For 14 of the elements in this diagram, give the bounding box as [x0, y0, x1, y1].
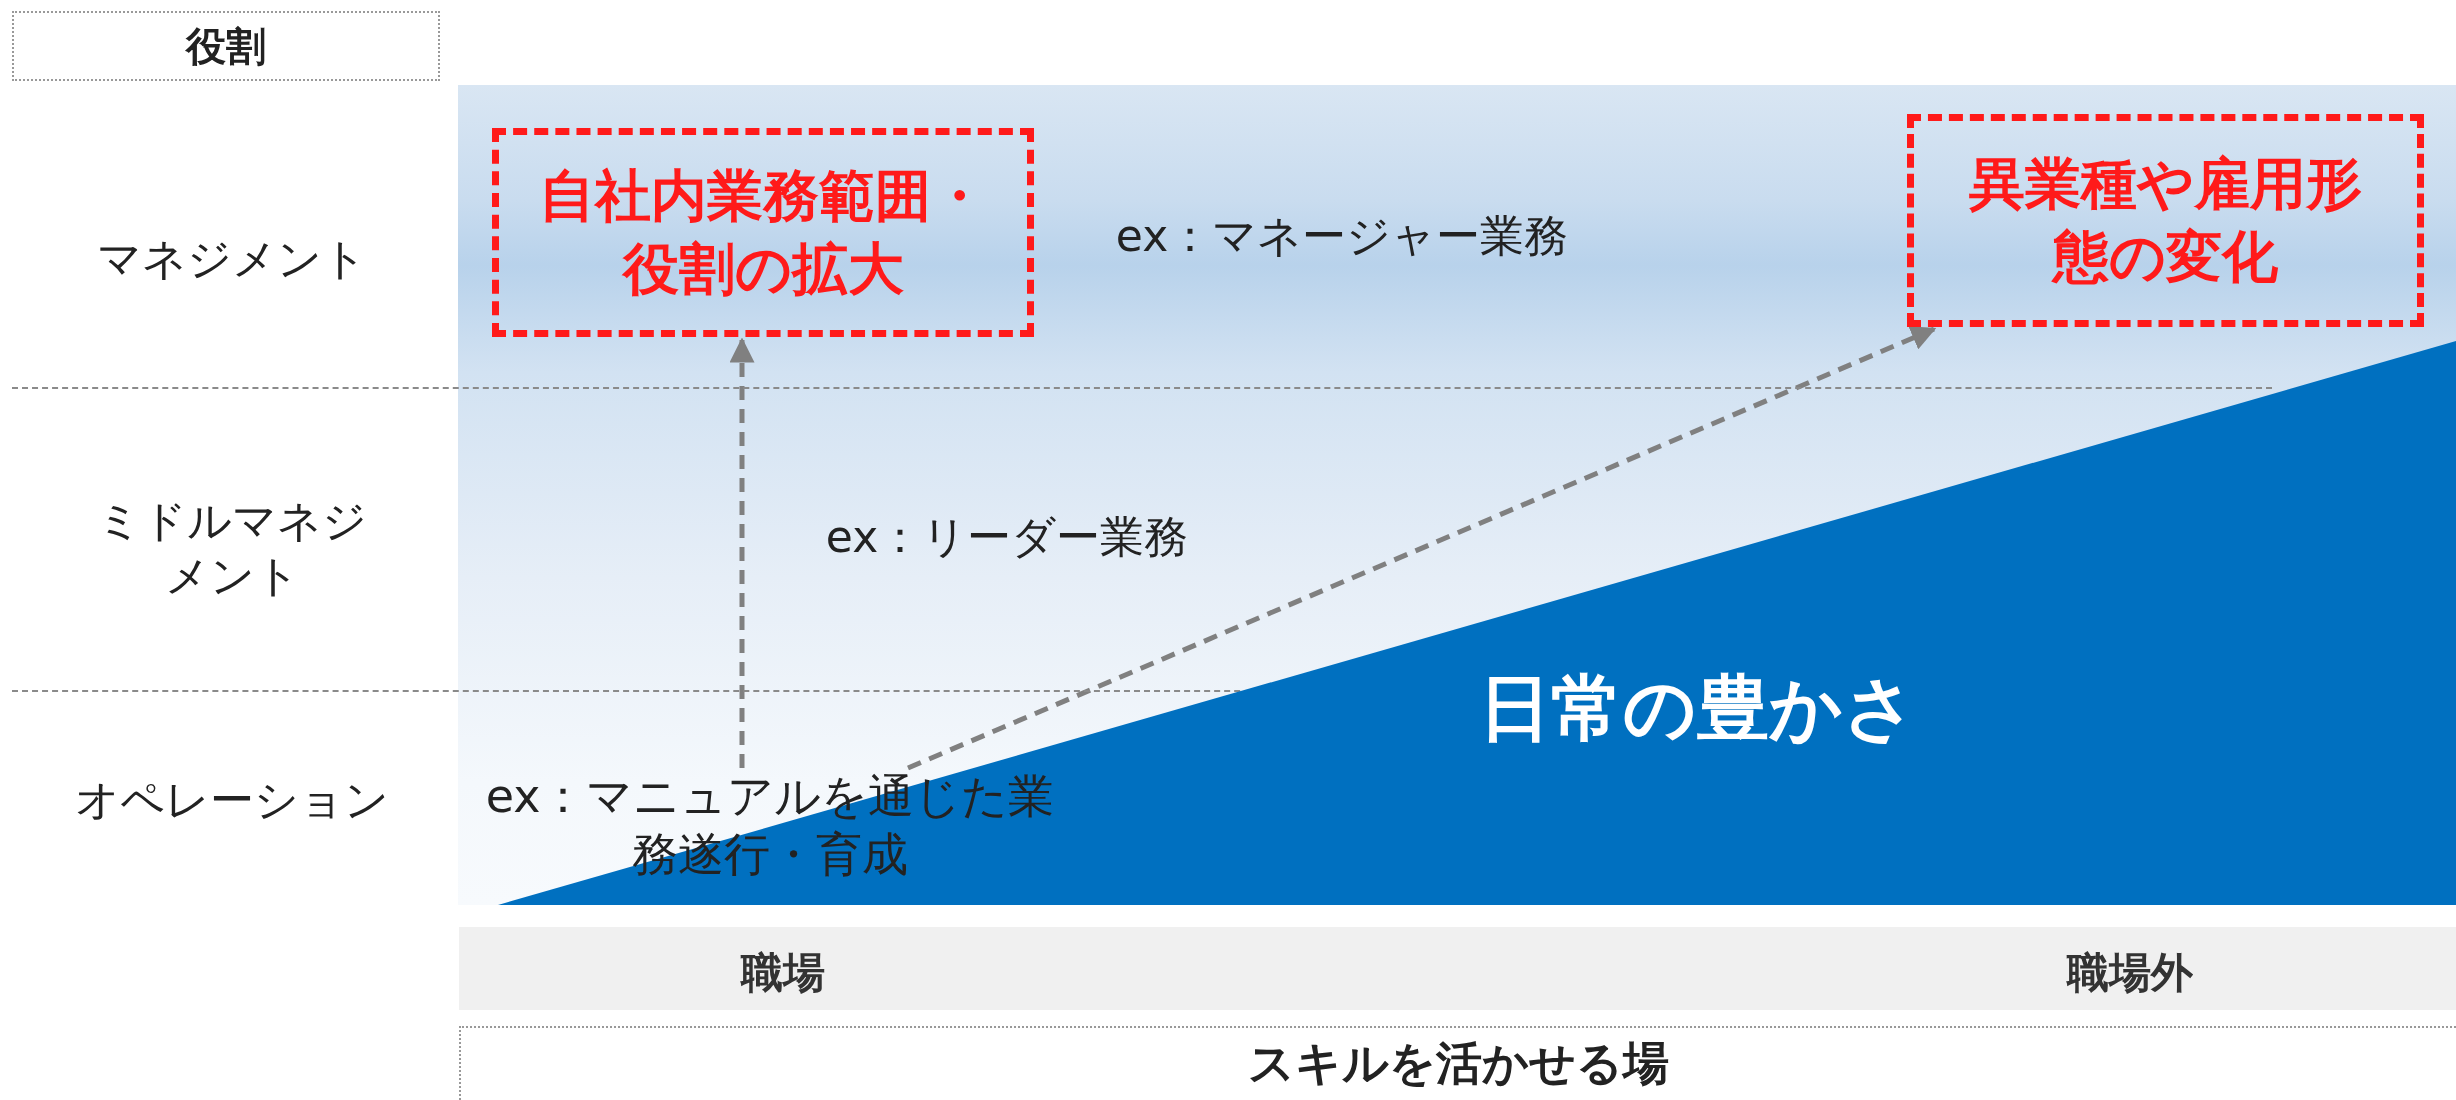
row-label: マネジメント [96, 231, 368, 286]
row-label: オペレーション [74, 772, 390, 827]
example-label: ex：リーダー業務 [824, 509, 1190, 564]
arrow [907, 326, 1937, 771]
header-box: 役割 [12, 11, 440, 81]
category-label: 職場外 [2067, 947, 2193, 999]
arrow [729, 337, 755, 768]
footer-box: スキルを活かせる場 [459, 1026, 2456, 1100]
row-label: ミドルマネジメント [96, 494, 368, 603]
area-label: 日常の豊かさ [1479, 665, 1917, 752]
highlight-box: 異業種や雇用形態の変化 [1907, 114, 2424, 327]
highlight-box: 自社内業務範囲・役割の拡大 [492, 128, 1034, 337]
category-label: 職場 [741, 947, 825, 999]
example-label: ex：マネージャー業務 [1114, 208, 1570, 263]
